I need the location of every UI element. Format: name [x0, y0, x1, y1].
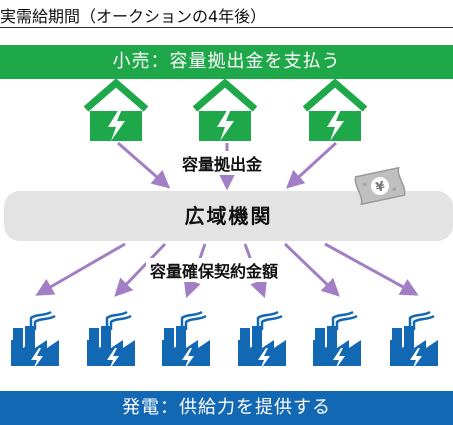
svg-text:¥: ¥	[374, 179, 386, 196]
svg-text:≡: ≡	[362, 181, 368, 189]
factory-with-lightning-icon	[311, 310, 363, 372]
factory-with-lightning-icon	[160, 310, 212, 372]
house-with-lightning-icon	[86, 83, 146, 141]
contract-arrow	[114, 242, 167, 297]
factory-with-lightning-icon	[85, 310, 137, 372]
house-with-lightning-icon	[195, 83, 255, 141]
contribution-label: 容量拠出金	[178, 151, 267, 175]
contract-arrow	[324, 242, 419, 296]
factory-with-lightning-icon	[236, 310, 288, 372]
contribution-arrow	[286, 141, 338, 189]
org-pill: 広域機関	[184, 204, 273, 228]
contract-label: 容量確保契約金額	[146, 258, 283, 282]
retail-banner: 小売：容量拠出金を支払う	[0, 45, 453, 79]
page-title: 実需給期間（オークションの4年後）	[0, 7, 267, 26]
svg-text:≡: ≡	[391, 186, 397, 194]
org-pill-bg	[4, 191, 453, 241]
banknote-icon: ¥ ≡ ≡	[354, 166, 406, 206]
contract-arrow	[283, 242, 340, 297]
factory-with-lightning-icon	[388, 310, 440, 372]
generation-banner: 発電：供給力を提供する	[0, 391, 453, 425]
house-with-lightning-icon	[305, 83, 365, 141]
contribution-arrow	[117, 141, 171, 189]
title-divider	[0, 27, 453, 28]
contract-arrow	[35, 242, 126, 296]
factory-with-lightning-icon	[9, 310, 61, 372]
